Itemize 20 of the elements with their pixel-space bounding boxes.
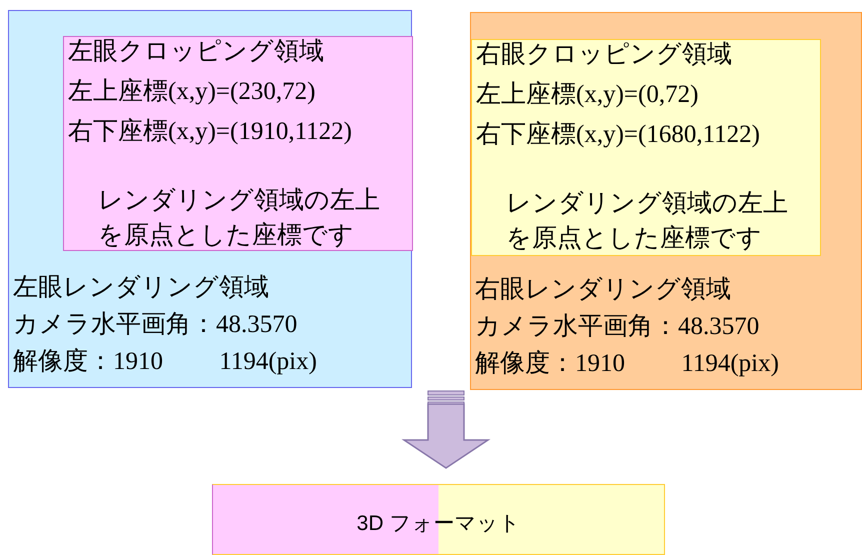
area-heading: 右眼クロッピング領域 [476, 40, 732, 70]
coordinate-text: 左上座標(x,y)=(0,72) [476, 80, 698, 110]
area-spec: カメラ水平画角：48.3570 [475, 312, 760, 342]
area-heading: 左眼レンダリング領域 [13, 273, 269, 303]
format-box [212, 484, 665, 555]
rendering-area-box [8, 10, 412, 388]
area-spec: 解像度：1910 1194(pix) [475, 349, 779, 379]
rendering-area-box [470, 12, 862, 390]
area-spec: カメラ水平画角：48.3570 [13, 310, 298, 340]
format-label: 3D フォーマット [356, 511, 522, 537]
cropping-area-box [471, 39, 821, 256]
area-spec: 解像度：1910 1194(pix) [13, 347, 317, 377]
note-text: レンダリング領域の左上を原点とした座標です [506, 189, 789, 254]
note-text: レンダリング領域の左上を原点とした座標です [98, 186, 381, 251]
area-heading: 左眼クロッピング領域 [68, 37, 324, 67]
area-heading: 右眼レンダリング領域 [475, 275, 731, 305]
coordinate-text: 左上座標(x,y)=(230,72) [68, 77, 316, 107]
cropping-area-box [63, 36, 413, 251]
coordinate-text: 右下座標(x,y)=(1910,1122) [68, 117, 352, 147]
coordinate-text: 右下座標(x,y)=(1680,1122) [476, 120, 760, 150]
